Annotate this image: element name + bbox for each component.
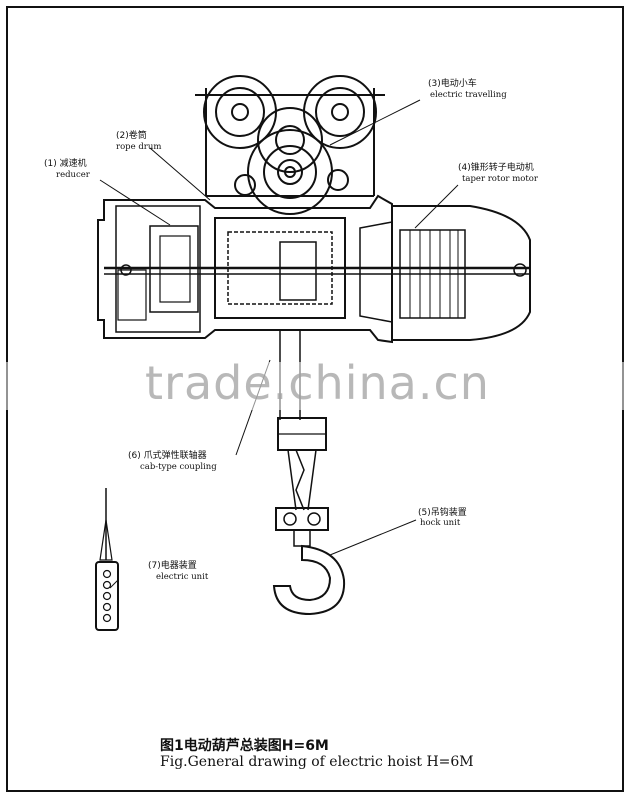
label-rope-drum-en: rope drum [116, 142, 162, 152]
label-coupling-cn: (6) 爪式弹性联轴器 [128, 451, 207, 461]
caption-cn: 图1电动葫芦总装图H=6M [160, 738, 329, 754]
label-electric-travelling-cn: (3)电动小车 [428, 79, 477, 89]
watermark-text: trade.china.cn [145, 356, 490, 410]
label-rope-drum-cn: (2)卷筒 [116, 131, 147, 141]
label-electric-travelling-en: electric travelling [430, 90, 507, 100]
label-hook-unit-cn: (5)吊钩装置 [418, 508, 467, 518]
label-electric-unit-cn: (7)电器装置 [148, 561, 197, 571]
label-taper-motor-cn: (4)锥形转子电动机 [458, 163, 534, 173]
label-electric-unit-en: electric unit [156, 572, 209, 582]
label-reducer-cn: (1) 减速机 [44, 159, 87, 169]
trolley-wheels [195, 75, 385, 215]
label-hook-unit-en: hock unit [420, 518, 461, 528]
hoist-body [97, 194, 531, 344]
label-coupling-en: cab-type coupling [140, 462, 217, 472]
caption-en: Fig.General drawing of electric hoist H=… [160, 754, 474, 770]
pendant-control [95, 488, 119, 631]
watermark-band [0, 362, 632, 410]
label-taper-motor-en: taper rotor motor [462, 174, 538, 184]
label-reducer-en: reducer [56, 170, 90, 180]
